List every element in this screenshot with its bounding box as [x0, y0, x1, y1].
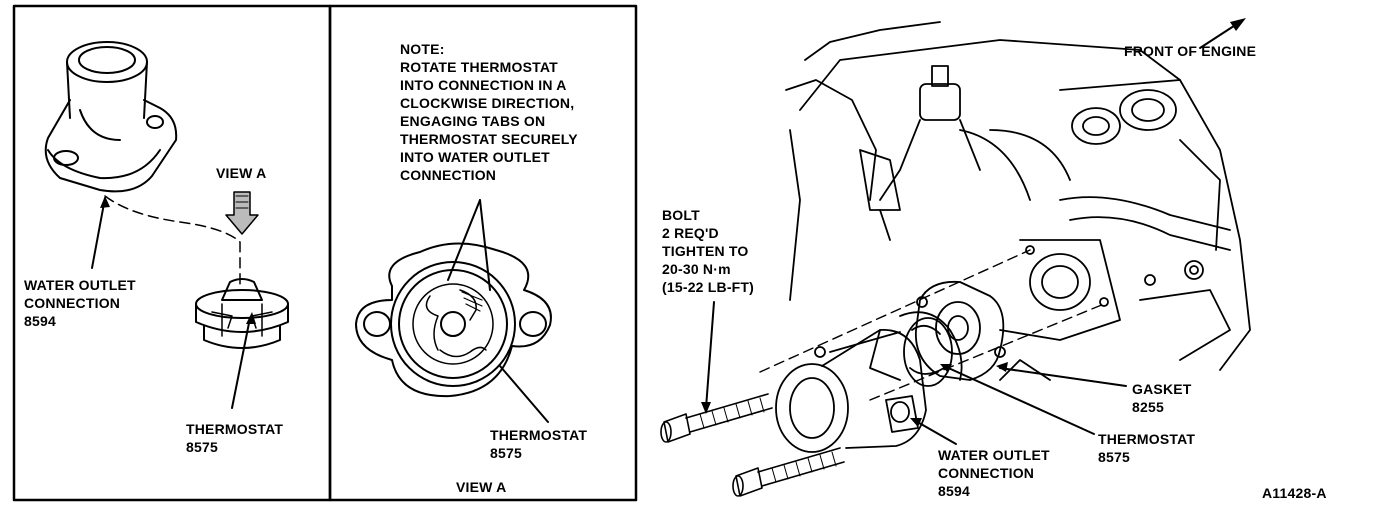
- note-leader-2: [479, 199, 491, 291]
- view-a-caption: VIEW A: [456, 479, 507, 495]
- thermostat-label-right: THERMOSTAT 8575: [1098, 431, 1196, 465]
- bolt-drawing-bottom: [732, 447, 845, 497]
- thermostat-drawing-left: [195, 278, 289, 349]
- thermostat-label-middle: THERMOSTAT 8575: [490, 427, 588, 461]
- gasket-drawing: [915, 280, 1006, 381]
- water-outlet-right-leader: [913, 419, 957, 445]
- assembly-guide-line: [104, 195, 241, 286]
- thermostat-label-left: THERMOSTAT 8575: [186, 421, 284, 455]
- note-leader-1: [447, 199, 481, 281]
- water-outlet-connection-drawing: [44, 41, 178, 193]
- water-outlet-drawing-right: [775, 329, 927, 453]
- bolt-drawing-top: [660, 393, 773, 443]
- water-outlet-label-right: WATER OUTLET CONNECTION 8594: [938, 447, 1050, 499]
- view-a-arrow-label: VIEW A: [216, 165, 267, 181]
- water-outlet-leader: [91, 197, 106, 269]
- explode-line-top: [759, 249, 1031, 373]
- bolt-leader: [705, 301, 715, 409]
- figure-id: A11428-A: [1262, 485, 1327, 501]
- thermostat-right-leader: [943, 365, 1095, 435]
- middle-panel-frame: [328, 4, 638, 502]
- thermostat-middle-leader: [499, 365, 549, 423]
- water-outlet-label-left: WATER OUTLET CONNECTION 8594: [24, 277, 136, 329]
- explode-line-bottom: [869, 303, 1105, 401]
- bolt-label: BOLT 2 REQ'D TIGHTEN TO 20-30 N·m (15-22…: [662, 207, 755, 295]
- thermostat-drawing-right: [899, 311, 963, 387]
- engine-block-drawing: [785, 21, 1251, 381]
- front-of-engine-label: FRONT OF ENGINE: [1124, 43, 1257, 59]
- gasket-leader: [999, 367, 1127, 387]
- gasket-label: GASKET 8255: [1132, 381, 1192, 415]
- rotation-note: NOTE: ROTATE THERMOSTAT INTO CONNECTION …: [400, 41, 578, 183]
- view-a-arrow: [225, 191, 259, 235]
- thermostat-left-leader: [231, 317, 251, 409]
